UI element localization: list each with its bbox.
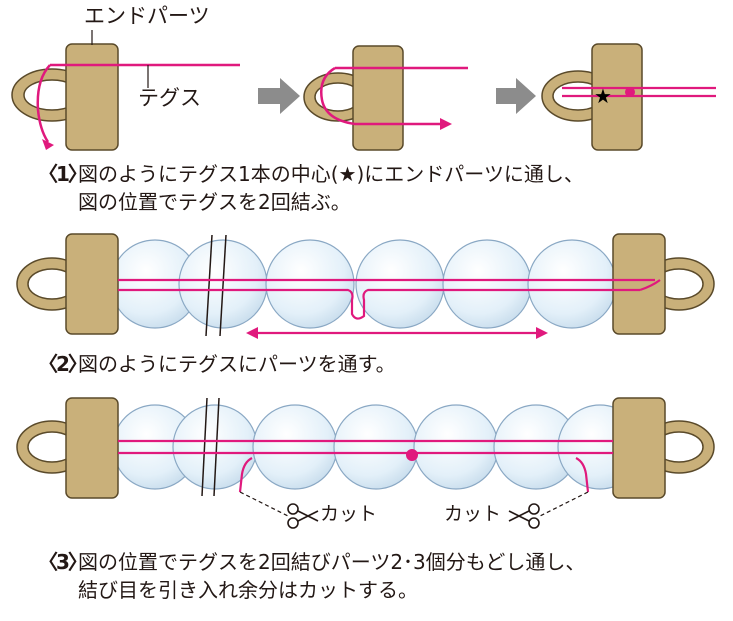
end-part-a	[11, 43, 119, 151]
cut-left-label: カット	[320, 503, 378, 525]
tegusu-label: テグス	[138, 86, 201, 110]
end-parts-label: エンドパーツ	[84, 4, 210, 28]
star-icon: ★	[594, 84, 612, 108]
step-line-1: 図のようにテグスにパーツを通す。	[78, 352, 396, 376]
step-line-2: 結び目を引き入れ余分はカットする。	[78, 578, 418, 602]
step-number: 〈3〉	[38, 550, 88, 574]
step-2-instruction: 〈2〉図のようにテグスにパーツを通す。	[38, 350, 396, 378]
bead-row	[112, 404, 643, 490]
step1-figure	[11, 30, 716, 151]
step-number: 〈1〉	[38, 162, 88, 186]
step-1-instruction: 〈1〉図のようにテグス1本の中心(★)にエンドパーツに通し、 図の位置でテグスを…	[38, 160, 584, 216]
step2-figure	[16, 233, 715, 339]
bead-row	[110, 239, 617, 329]
cut-right-label: カット	[444, 503, 502, 525]
arrow-right-icon	[496, 78, 536, 114]
step-line-1: 図のようにテグス1本の中心(★)にエンドパーツに通し、	[78, 162, 584, 186]
scissors-icon	[287, 503, 319, 529]
step-line-2: 図の位置でテグスを2回結ぶ。	[78, 190, 351, 214]
step3-figure	[16, 397, 715, 529]
end-part-b	[303, 45, 404, 151]
step-number: 〈2〉	[38, 352, 88, 376]
step-line-1: 図の位置でテグスを2回結びパーツ2･3個分もどし通し、	[78, 550, 586, 574]
step-3-instruction: 〈3〉図の位置でテグスを2回結びパーツ2･3個分もどし通し、 結び目を引き入れ余…	[38, 548, 585, 604]
arrow-right-icon	[258, 78, 300, 114]
scissors-icon	[508, 503, 540, 529]
